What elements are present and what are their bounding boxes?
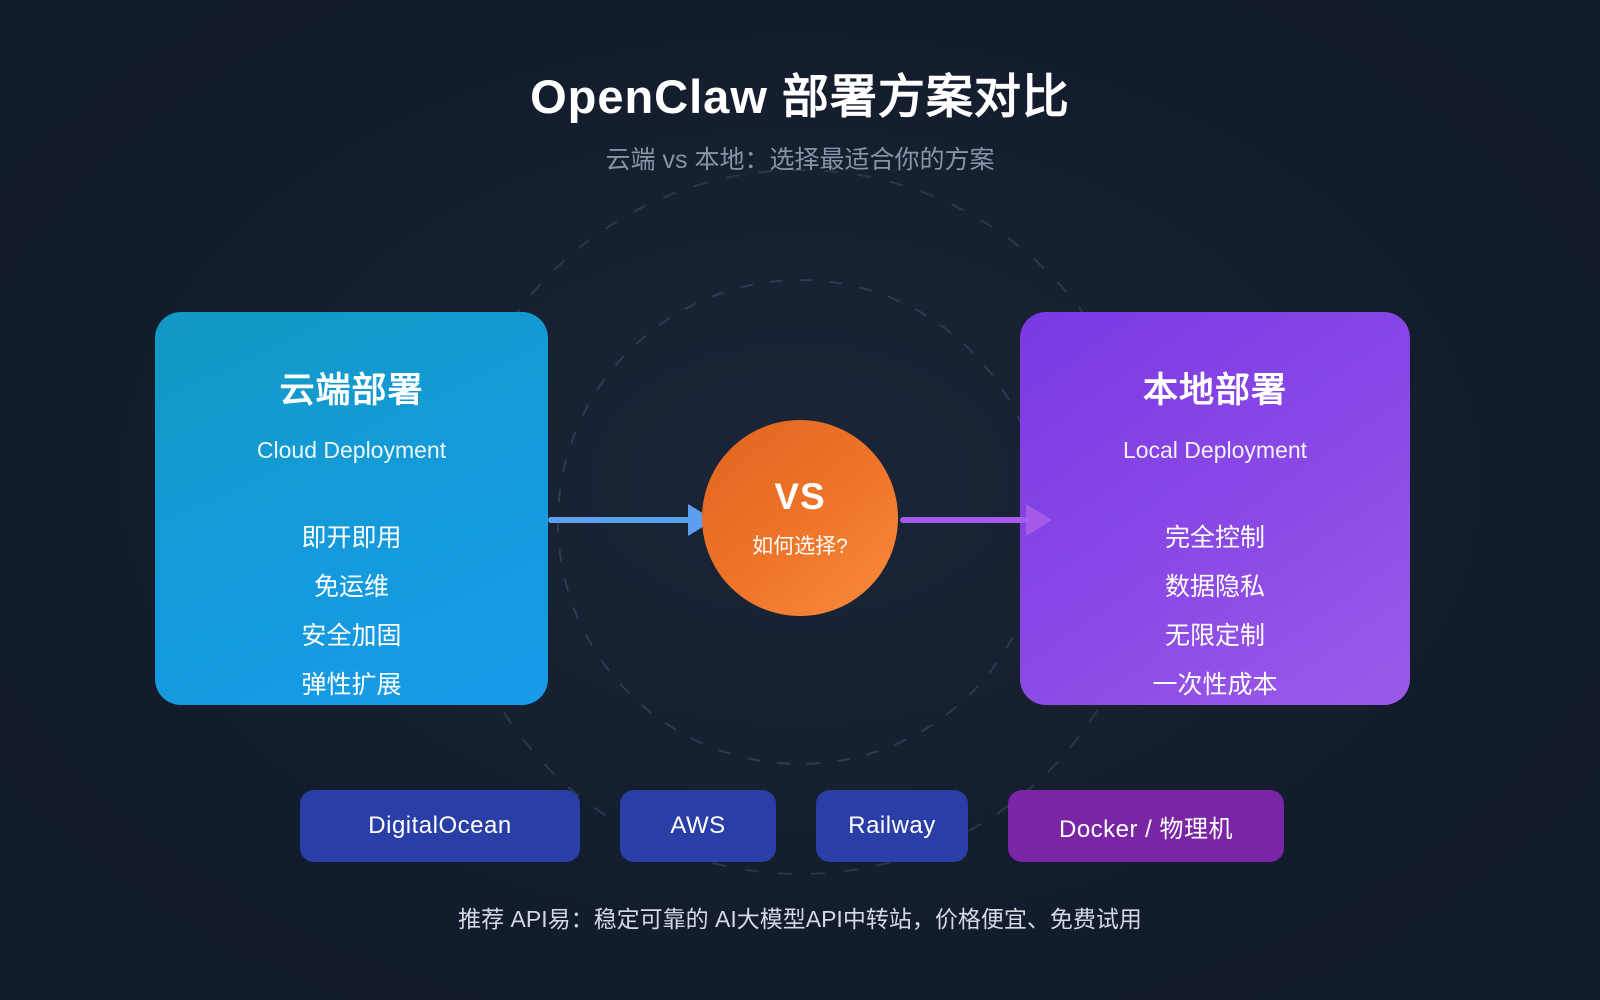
cloud-feature-list: 即开即用 免运维 安全加固 弹性扩展 [155, 514, 548, 710]
vs-label: VS [774, 476, 826, 517]
provider-chip-label: Docker / 物理机 [1058, 815, 1234, 843]
cloud-feature-item: 即开即用 [301, 524, 402, 552]
arrowhead-right-icon [1026, 504, 1052, 536]
provider-chip-label: DigitalOcean [368, 812, 512, 839]
local-card-title: 本地部署 [1142, 371, 1287, 410]
local-feature-item: 无限定制 [1164, 622, 1265, 650]
provider-chip-label: Railway [848, 812, 936, 839]
local-feature-item: 数据隐私 [1164, 573, 1265, 601]
local-feature-item: 一次性成本 [1152, 671, 1278, 699]
provider-chip-aws[interactable]: AWS [620, 790, 776, 862]
provider-chip-railway[interactable]: Railway [816, 790, 968, 862]
arrow-vs-to-local [900, 517, 1028, 523]
footer-note: 推荐 API易：稳定可靠的 AI大模型API中转站，价格便宜、免费试用 [458, 906, 1142, 932]
page-subtitle: 云端 vs 本地：选择最适合你的方案 [605, 146, 995, 174]
cloud-feature-item: 安全加固 [301, 622, 402, 650]
cloud-card-title: 云端部署 [279, 371, 424, 410]
cloud-feature-item: 弹性扩展 [301, 671, 402, 699]
local-deployment-card: 本地部署 Local Deployment 完全控制 数据隐私 无限定制 一次性… [1020, 312, 1410, 705]
cloud-card-subtitle: Cloud Deployment [256, 437, 447, 463]
arrow-cloud-to-vs [548, 517, 690, 523]
cloud-feature-item: 免运维 [313, 573, 389, 601]
provider-chip-digitalocean[interactable]: DigitalOcean [300, 790, 580, 862]
cloud-deployment-card: 云端部署 Cloud Deployment 即开即用 免运维 安全加固 弹性扩展 [155, 312, 548, 705]
local-card-subtitle: Local Deployment [1122, 437, 1308, 463]
local-feature-list: 完全控制 数据隐私 无限定制 一次性成本 [1020, 514, 1410, 710]
vs-badge: VS 如何选择? [702, 420, 898, 616]
page-title: OpenClaw 部署方案对比 [530, 70, 1070, 123]
provider-chip-label: AWS [670, 812, 726, 839]
provider-chip-docker-physical[interactable]: Docker / 物理机 [1008, 790, 1284, 862]
vs-question: 如何选择? [752, 535, 848, 558]
local-feature-item: 完全控制 [1164, 524, 1265, 552]
